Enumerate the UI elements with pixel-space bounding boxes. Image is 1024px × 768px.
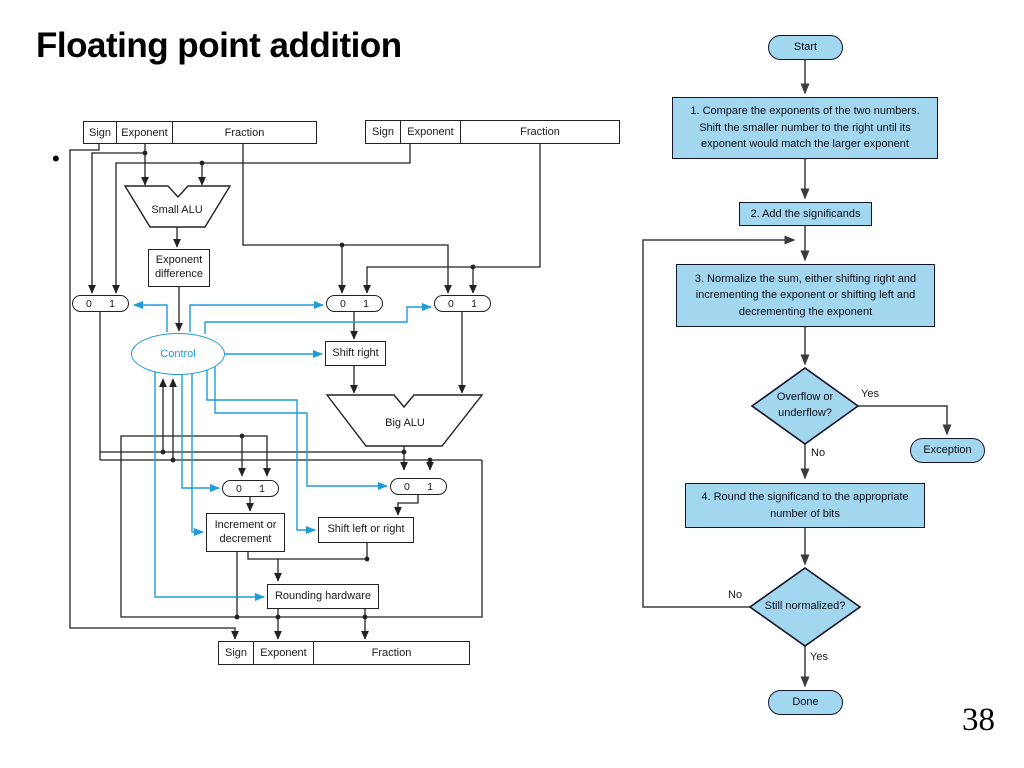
flow-decision1-label: Overflow or underflow? [776, 391, 834, 419]
register-field-exponent: Exponent [254, 642, 314, 664]
flow-step1-box: 1. Compare the exponents of the two numb… [672, 97, 938, 159]
page-title: Floating point addition [36, 26, 402, 65]
rounding-hardware-box: Rounding hardware [267, 584, 379, 609]
flow-exception-node: Exception [910, 438, 985, 463]
mux-shift: 0 1 [390, 478, 447, 495]
mux-increment: 0 1 [222, 480, 279, 497]
mux-input-1: 1 [471, 297, 477, 310]
page-number: 38 [962, 702, 995, 738]
flow-yes2-label: Yes [810, 651, 828, 663]
big-alu-shape [325, 394, 484, 447]
overflow-underflow-diamond [750, 367, 860, 445]
register-field-fraction: Fraction [224, 126, 265, 139]
mux-fraction-small: 0 1 [326, 295, 383, 312]
small-alu-shape [123, 185, 232, 228]
increment-decrement-box: Increment or decrement [206, 513, 285, 552]
flow-step3-box: 3. Normalize the sum, either shifting ri… [676, 264, 935, 327]
register-field-sign: Sign [366, 121, 401, 143]
flow-no2-label: No [728, 589, 743, 601]
flow-start-node: Start [768, 35, 843, 60]
mux-input-0: 0 [340, 297, 346, 310]
bullet-point: • [52, 146, 60, 171]
flow-step4-box: 4. Round the significand to the appropri… [685, 483, 925, 528]
register-field-exponent: Exponent [401, 121, 461, 143]
flow-yes1-label: Yes [861, 388, 879, 400]
flowchart-connectors [642, 60, 952, 688]
mux-input-1: 1 [259, 482, 265, 495]
mux-input-1: 1 [109, 297, 115, 310]
control-unit: Control [131, 333, 225, 375]
register-result: Sign Exponent Fraction [218, 641, 470, 665]
shift-right-box: Shift right [325, 341, 386, 366]
mux-input-1: 1 [427, 480, 433, 493]
mux-input-1: 1 [363, 297, 369, 310]
register-field-exponent: Exponent [117, 122, 173, 143]
register-field-fraction: Fraction [520, 126, 560, 138]
mux-input-0: 0 [236, 482, 242, 495]
mux-input-0: 0 [404, 480, 410, 493]
flow-done-node: Done [768, 690, 843, 715]
register-field-fraction: Fraction [371, 647, 412, 659]
flow-no1-label: No [811, 447, 826, 459]
register-top-right: Sign Exponent Fraction [365, 120, 620, 144]
big-alu-label: Big ALU [385, 417, 425, 429]
mux-exponent: 0 1 [72, 295, 129, 312]
register-field-sign: Sign [84, 122, 117, 143]
flow-decision2-label: Still normalized? [764, 600, 846, 613]
register-field-sign: Sign [219, 642, 254, 664]
exponent-difference-box: Exponent difference [148, 249, 210, 287]
decision-diamonds [748, 367, 862, 647]
mux-fraction-big: 0 1 [434, 295, 491, 312]
register-top-left: Sign Exponent Fraction [83, 121, 317, 144]
mux-input-0: 0 [86, 297, 92, 310]
alu-shapes [123, 185, 484, 447]
small-alu-label: Small ALU [151, 204, 202, 216]
flow-step2-box: 2. Add the significands [739, 202, 872, 226]
mux-input-0: 0 [448, 297, 454, 310]
shift-left-right-box: Shift left or right [318, 517, 414, 543]
blue-control-lines [133, 301, 432, 601]
black-datapath-lines [69, 144, 541, 640]
still-normalized-diamond [748, 567, 862, 647]
junction-dots [142, 150, 476, 620]
